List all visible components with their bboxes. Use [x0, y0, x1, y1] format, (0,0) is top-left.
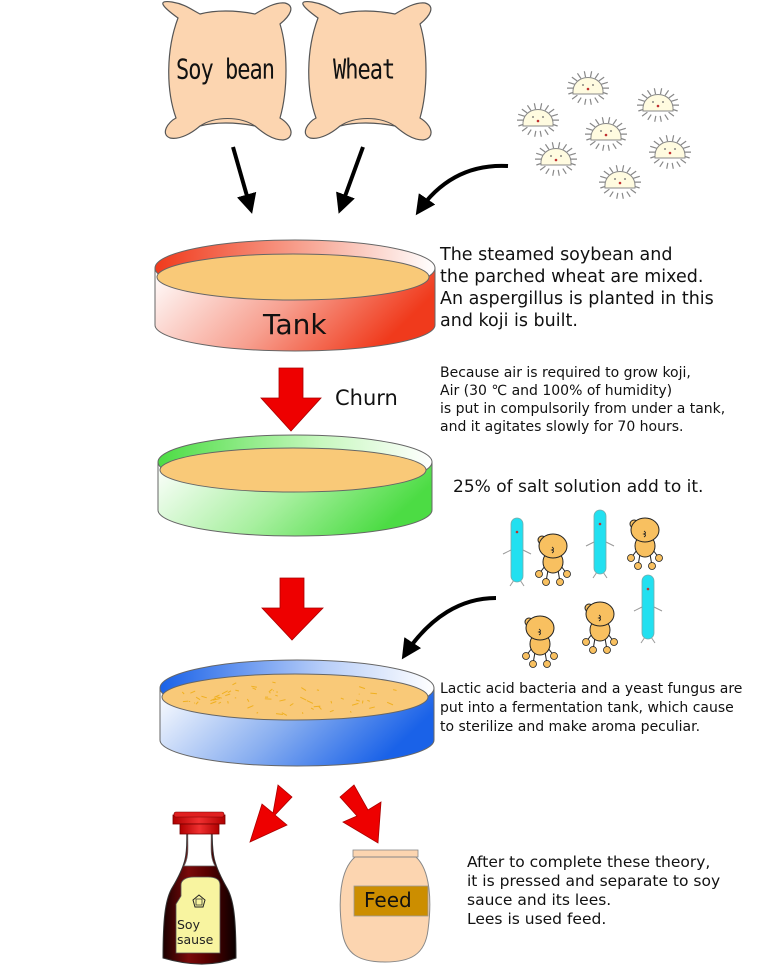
step1-description: The steamed soybean and the parched whea…	[440, 244, 714, 332]
salt-solution-note: 25% of salt solution add to it.	[453, 477, 704, 497]
sack-soy-bean	[162, 0, 292, 141]
tank-label: Tank	[263, 308, 327, 341]
red-arrow-to-soy-sauce	[249, 784, 293, 843]
yeast-fungus-icon	[582, 601, 618, 654]
churn-label: Churn	[335, 386, 398, 410]
aspergillus-spore-icon	[648, 135, 692, 169]
aspergillus-spore-icon	[584, 117, 628, 151]
final-line: it is pressed and separate to soy	[467, 872, 721, 890]
step1-line: An aspergillus is planted in this	[440, 289, 714, 309]
aspergillus-spore-icon	[598, 165, 642, 199]
feed-jar-icon	[339, 849, 431, 963]
step2-line: Air (30 ℃ and 100% of humidity)	[440, 383, 673, 399]
arrow-soy-to-tank	[231, 146, 257, 214]
step1-line: and koji is built.	[440, 311, 578, 331]
lactic-acid-bacteria-icon	[633, 574, 663, 644]
soy-sauce-bottle-icon	[162, 811, 237, 965]
step3-description: Lactic acid bacteria and a yeast fungus …	[440, 680, 742, 737]
final-line: sauce and its lees.	[467, 891, 612, 909]
arrow-microbes-to-tank	[401, 596, 497, 660]
yeast-fungus-icon	[535, 533, 571, 586]
red-arrow-to-feed	[339, 784, 382, 844]
aspergillus-spore-icon	[566, 71, 610, 105]
aspergillus-spore-icon	[516, 103, 560, 137]
yeast-fungus-icon	[627, 517, 663, 570]
step2-line: and it agitates slowly for 70 hours.	[440, 419, 684, 435]
sack-wheat	[302, 0, 432, 141]
step2-line: Because air is required to grow koji,	[440, 365, 691, 381]
soy-sauce-label-line: sause	[177, 932, 214, 947]
step1-line: The steamed soybean and	[440, 245, 673, 265]
final-description: After to complete these theory, it is pr…	[467, 853, 720, 929]
soy-sauce-label-line: Soy	[177, 917, 200, 932]
red-arrow-churn	[260, 367, 322, 432]
tank-blue	[159, 659, 435, 767]
aspergillus-spore-icon	[534, 142, 578, 176]
ingredient-label-soy-bean: Soy bean	[176, 54, 275, 87]
step1-line: the parched wheat are mixed.	[440, 267, 704, 287]
aspergillus-spore-icon	[636, 88, 680, 122]
aspergillus-spores	[516, 71, 692, 199]
tank-green	[157, 434, 433, 537]
lactic-acid-bacteria-icon	[585, 509, 615, 579]
arrow-wheat-to-tank	[336, 146, 365, 214]
arrow-spores-to-tank	[415, 163, 509, 216]
step3-line: Lactic acid bacteria and a yeast fungus …	[440, 681, 743, 697]
step3-line: to sterilize and make aroma peculiar.	[440, 719, 701, 735]
microbes-group	[502, 509, 663, 668]
ingredient-label-wheat: Wheat	[333, 54, 395, 87]
tank-red	[154, 239, 436, 352]
step2-line: is put in compulsorily from under a tank…	[440, 401, 726, 417]
step2-description: Because air is required to grow koji, Ai…	[440, 364, 725, 436]
final-line: After to complete these theory,	[467, 853, 711, 871]
step3-line: put into a fermentation tank, which caus…	[440, 700, 734, 716]
final-line: Lees is used feed.	[467, 910, 607, 928]
red-arrow-fermentation	[261, 577, 324, 641]
feed-label: Feed	[364, 888, 412, 912]
lactic-acid-bacteria-icon	[502, 517, 532, 587]
yeast-fungus-icon	[522, 615, 558, 668]
soy-sauce-label: Soy sause	[177, 917, 213, 947]
